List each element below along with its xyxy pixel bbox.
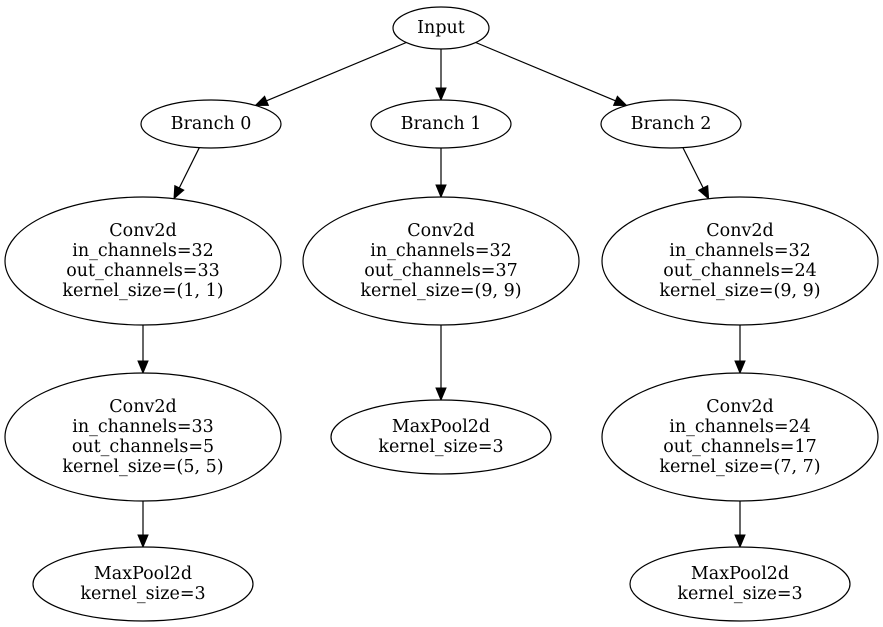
arrowhead-icon (734, 360, 746, 375)
edge-input-to-branch1 (435, 49, 447, 102)
edge-branch2-to-b2-conv1 (682, 147, 710, 200)
node-b1-conv1-label-0: Conv2d (407, 221, 474, 241)
arrowhead-icon (435, 184, 447, 199)
node-b0-conv2-ellipse (4, 372, 282, 502)
node-b0-conv1-label-2: out_channels=33 (66, 261, 220, 281)
node-branch2-label-0: Branch 2 (631, 114, 712, 134)
edge-line (475, 41, 616, 102)
node-branch0-label-0: Branch 0 (171, 114, 252, 134)
edge-line (682, 147, 704, 189)
edge-branch1-to-b1-conv1 (435, 148, 447, 199)
node-b2-conv2-label-3: kernel_size=(7, 7) (659, 457, 820, 477)
arrowhead-icon (435, 387, 447, 402)
edge-b0-conv1-to-b0-conv2 (137, 325, 149, 375)
edge-b1-conv1-to-b1-pool (435, 325, 447, 402)
node-b2-conv2-label-2: out_channels=17 (663, 437, 817, 457)
arrowhead-icon (612, 95, 628, 107)
edge-input-to-branch0 (254, 41, 407, 107)
node-b0-pool-ellipse (32, 546, 254, 622)
node-b1-conv1-label-1: in_channels=32 (370, 241, 512, 261)
arrowhead-icon (137, 534, 149, 549)
node-b0-conv1-ellipse (4, 196, 282, 326)
node-b2-conv2-ellipse (601, 372, 879, 502)
node-b2-conv1-label-1: in_channels=32 (669, 241, 811, 261)
edge-line (266, 41, 407, 102)
node-b0-conv1-label-0: Conv2d (109, 221, 176, 241)
node-branch0: Branch 0 (140, 99, 282, 149)
edge-line (178, 147, 200, 189)
node-b2-pool-ellipse (629, 546, 851, 622)
edge-b2-conv2-to-b2-pool (734, 501, 746, 549)
node-b0-conv1: Conv2din_channels=32out_channels=33kerne… (4, 196, 282, 326)
node-input-label-0: Input (417, 18, 465, 38)
node-b2-pool-label-0: MaxPool2d (691, 564, 789, 584)
arrowhead-icon (697, 184, 710, 200)
arrowhead-icon (435, 87, 447, 102)
node-branch0-ellipse (140, 99, 282, 149)
node-b0-conv2-label-2: out_channels=5 (72, 437, 214, 457)
node-branch2-ellipse (600, 99, 742, 149)
node-b0-conv1-label-3: kernel_size=(1, 1) (62, 281, 223, 301)
node-b1-pool-label-1: kernel_size=3 (378, 437, 503, 457)
node-b2-conv2-label-1: in_channels=24 (669, 417, 811, 437)
node-b1-conv1-ellipse (302, 196, 580, 326)
node-b1-conv1-label-2: out_channels=37 (364, 261, 518, 281)
node-b0-conv2: Conv2din_channels=33out_channels=5kernel… (4, 372, 282, 502)
node-b0-pool-label-1: kernel_size=3 (80, 584, 205, 604)
node-b0-conv2-label-3: kernel_size=(5, 5) (62, 457, 223, 477)
node-b2-conv1-ellipse (601, 196, 879, 326)
node-branch1-label-0: Branch 1 (401, 114, 482, 134)
node-b2-conv1-label-0: Conv2d (706, 221, 773, 241)
node-b0-pool-label-0: MaxPool2d (94, 564, 192, 584)
arrowhead-icon (173, 184, 185, 200)
node-b2-conv1-label-2: out_channels=24 (663, 261, 817, 281)
node-b0-conv2-label-1: in_channels=33 (72, 417, 214, 437)
arrowhead-icon (734, 534, 746, 549)
node-input-ellipse (392, 6, 490, 50)
node-branch1: Branch 1 (370, 99, 512, 149)
edge-branch0-to-b0-conv1 (173, 147, 200, 200)
node-b1-conv1: Conv2din_channels=32out_channels=37kerne… (302, 196, 580, 326)
arrowhead-icon (254, 95, 270, 107)
node-b1-conv1-label-3: kernel_size=(9, 9) (360, 281, 521, 301)
edge-b0-conv2-to-b0-pool (137, 501, 149, 549)
node-b0-conv2-label-0: Conv2d (109, 397, 176, 417)
arrowhead-icon (137, 360, 149, 375)
node-b1-pool-ellipse (330, 399, 552, 475)
node-b2-conv2: Conv2din_channels=24out_channels=17kerne… (601, 372, 879, 502)
node-branch2: Branch 2 (600, 99, 742, 149)
node-input: Input (392, 6, 490, 50)
node-b2-conv1: Conv2din_channels=32out_channels=24kerne… (601, 196, 879, 326)
edge-input-to-branch2 (475, 41, 628, 107)
node-b1-pool-label-0: MaxPool2d (392, 417, 490, 437)
node-b2-conv1-label-3: kernel_size=(9, 9) (659, 281, 820, 301)
edges-layer (137, 41, 746, 549)
node-b0-conv1-label-1: in_channels=32 (72, 241, 214, 261)
node-b2-pool-label-1: kernel_size=3 (677, 584, 802, 604)
edge-b2-conv1-to-b2-conv2 (734, 325, 746, 375)
node-b2-conv2-label-0: Conv2d (706, 397, 773, 417)
node-branch1-ellipse (370, 99, 512, 149)
